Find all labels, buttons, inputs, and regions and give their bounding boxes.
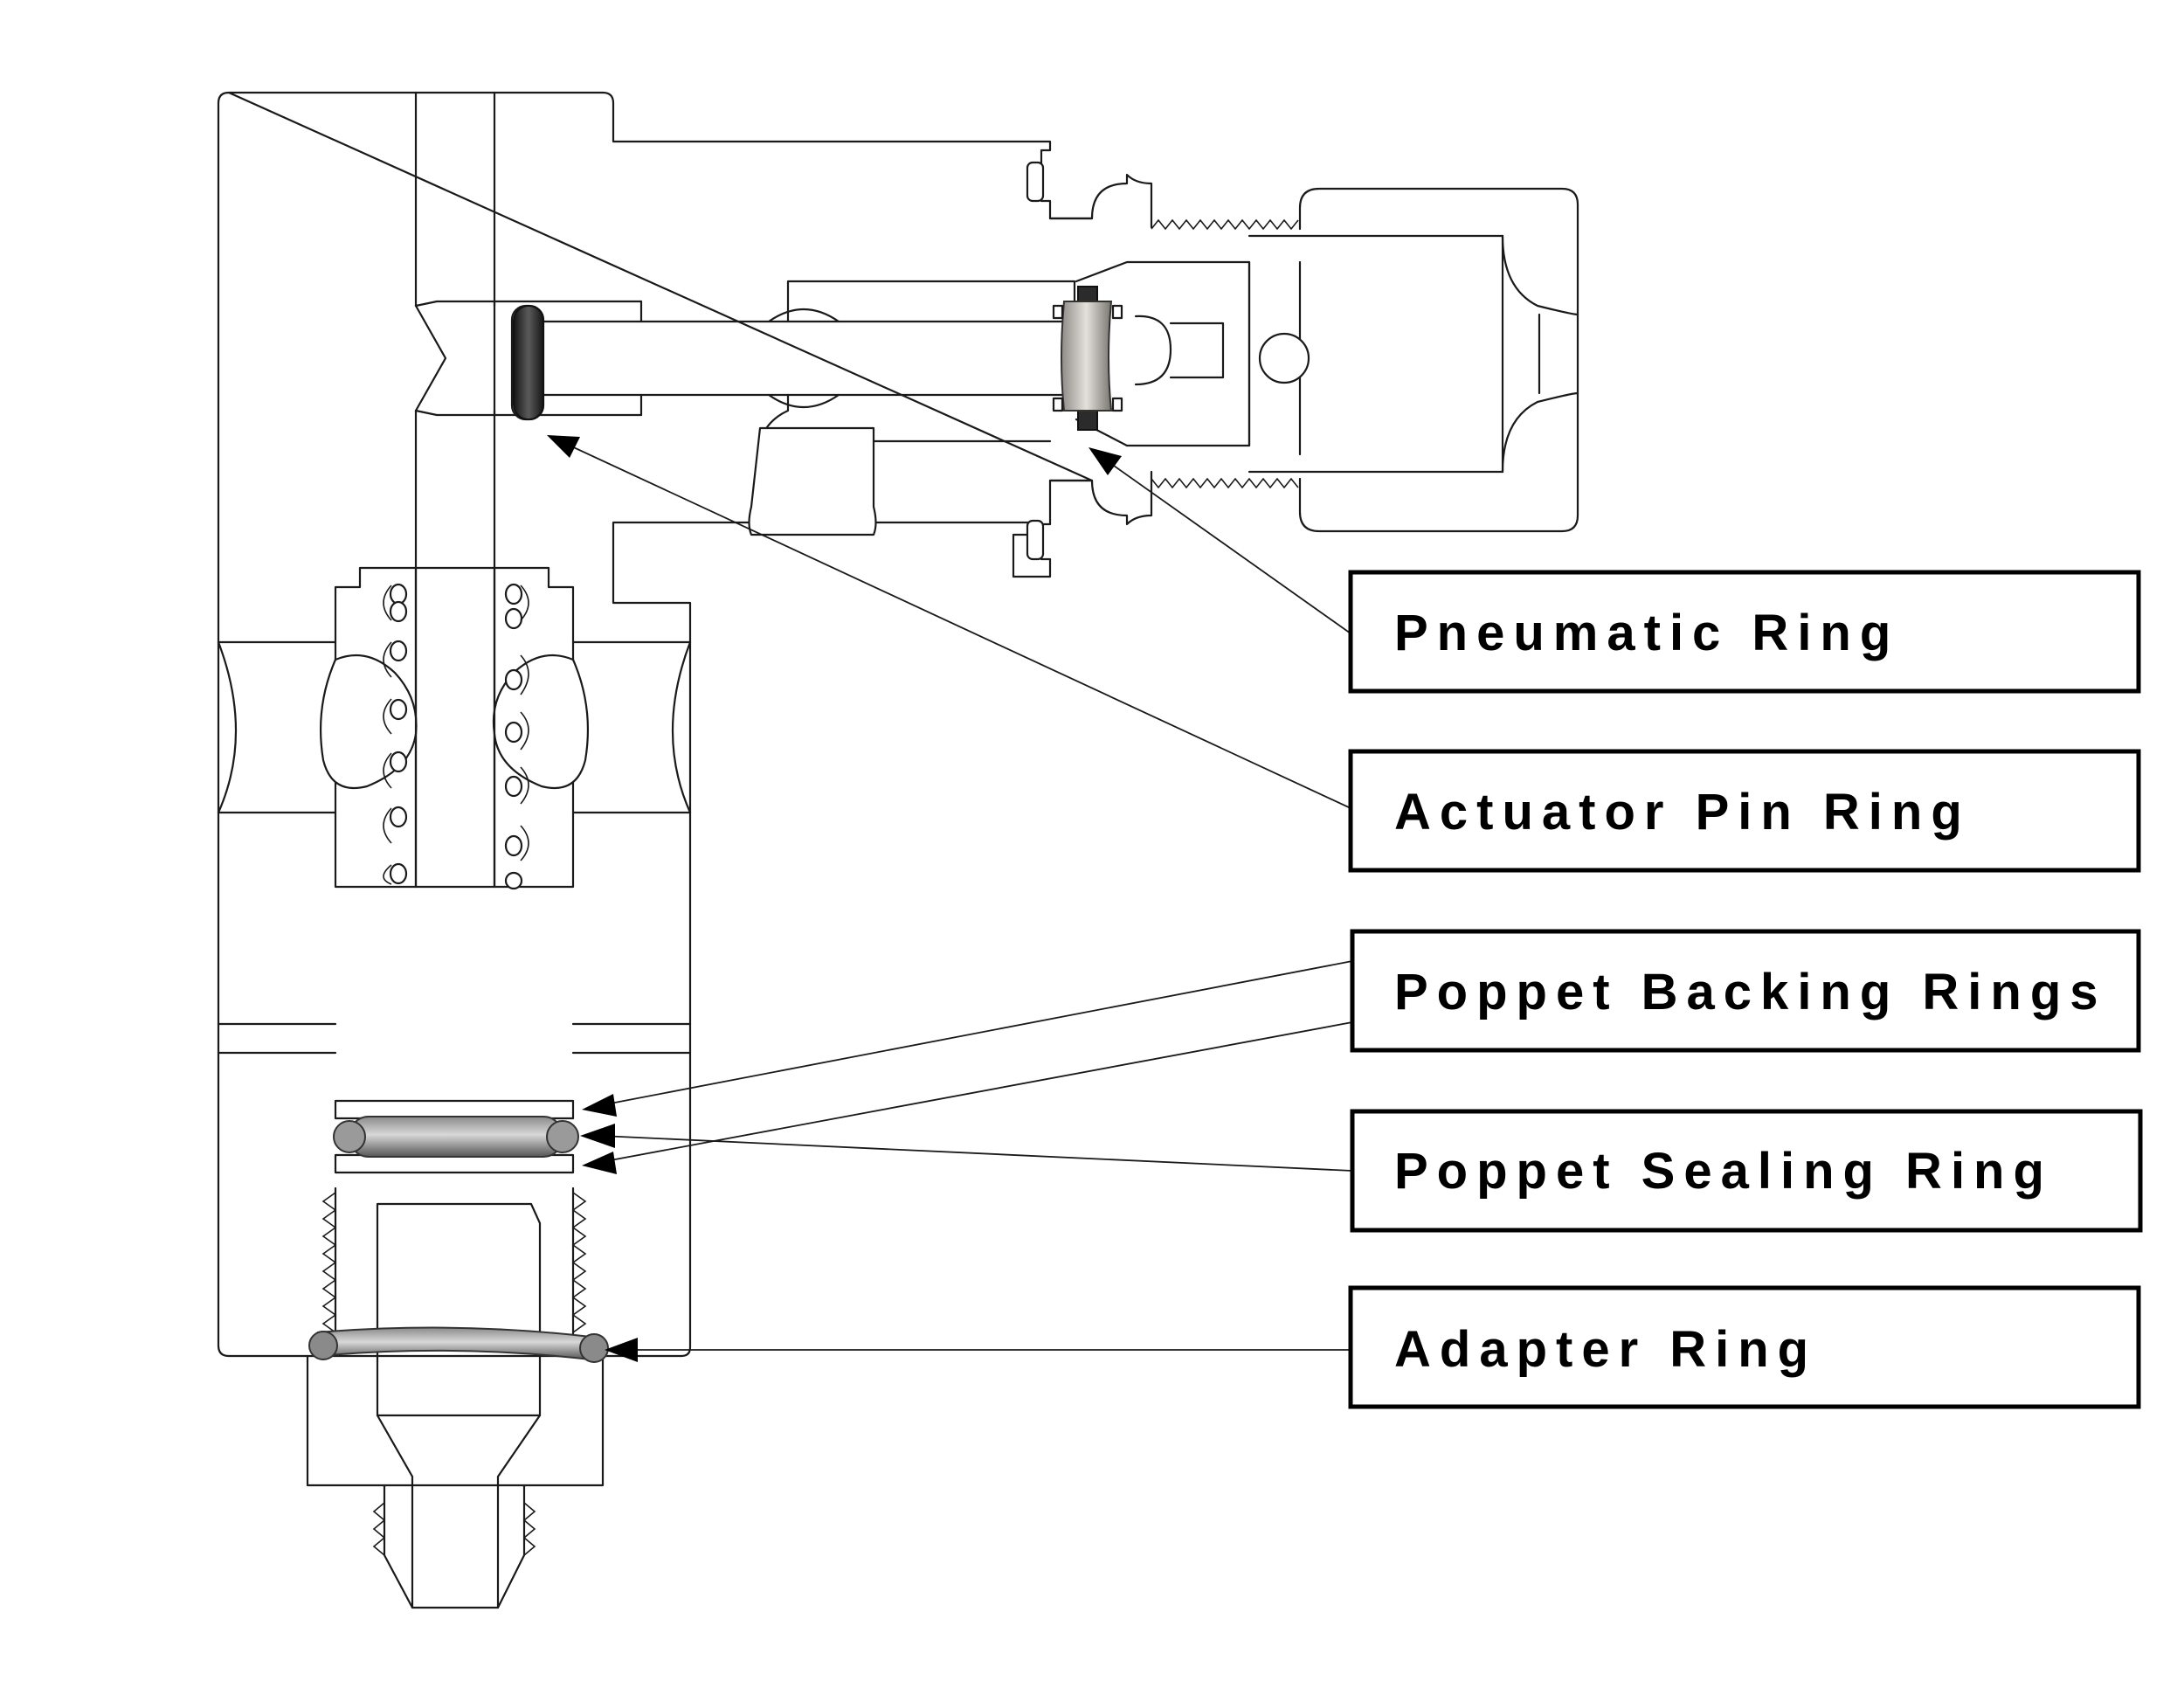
spring-cavity — [319, 566, 590, 890]
pneumatic-ring — [1052, 286, 1123, 431]
leader-pneumatic-ring — [1089, 447, 1351, 634]
callout-actuator-pin-ring: Actuator Pin Ring — [1348, 749, 2141, 873]
bottom-adapter — [306, 1186, 605, 1609]
poppet-sealing-ring — [333, 1116, 579, 1158]
actuator-pin-ring-label: Actuator Pin Ring — [1394, 784, 1971, 841]
poppet-backing-rings-label: Poppet Backing Rings — [1394, 964, 2107, 1020]
spring-coils-right — [504, 583, 529, 890]
callout-poppet-backing-rings: Poppet Backing Rings — [1350, 929, 2141, 1053]
adapter-ring — [308, 1326, 609, 1363]
pneumatic-housing — [748, 161, 1579, 561]
leader-adapter-ring — [605, 1338, 1352, 1362]
spring-coils-left — [383, 583, 408, 885]
callout-pneumatic-ring: Pneumatic Ring — [1348, 570, 2141, 694]
pneumatic-ring-label: Pneumatic Ring — [1394, 605, 1899, 661]
leader-poppet-backing-rings — [582, 960, 1353, 1174]
leader-actuator-pin-ring — [547, 435, 1351, 809]
callout-adapter-ring: Adapter Ring — [1348, 1285, 2141, 1409]
adapter-ring-label: Adapter Ring — [1394, 1321, 1817, 1378]
actuator-pin-ring — [513, 305, 544, 420]
callout-poppet-sealing-ring: Poppet Sealing Ring — [1350, 1109, 2143, 1233]
poppet-backing-rings — [334, 1099, 575, 1174]
leader-poppet-sealing-ring — [580, 1124, 1353, 1172]
poppet-sealing-ring-label: Poppet Sealing Ring — [1394, 1143, 2053, 1200]
